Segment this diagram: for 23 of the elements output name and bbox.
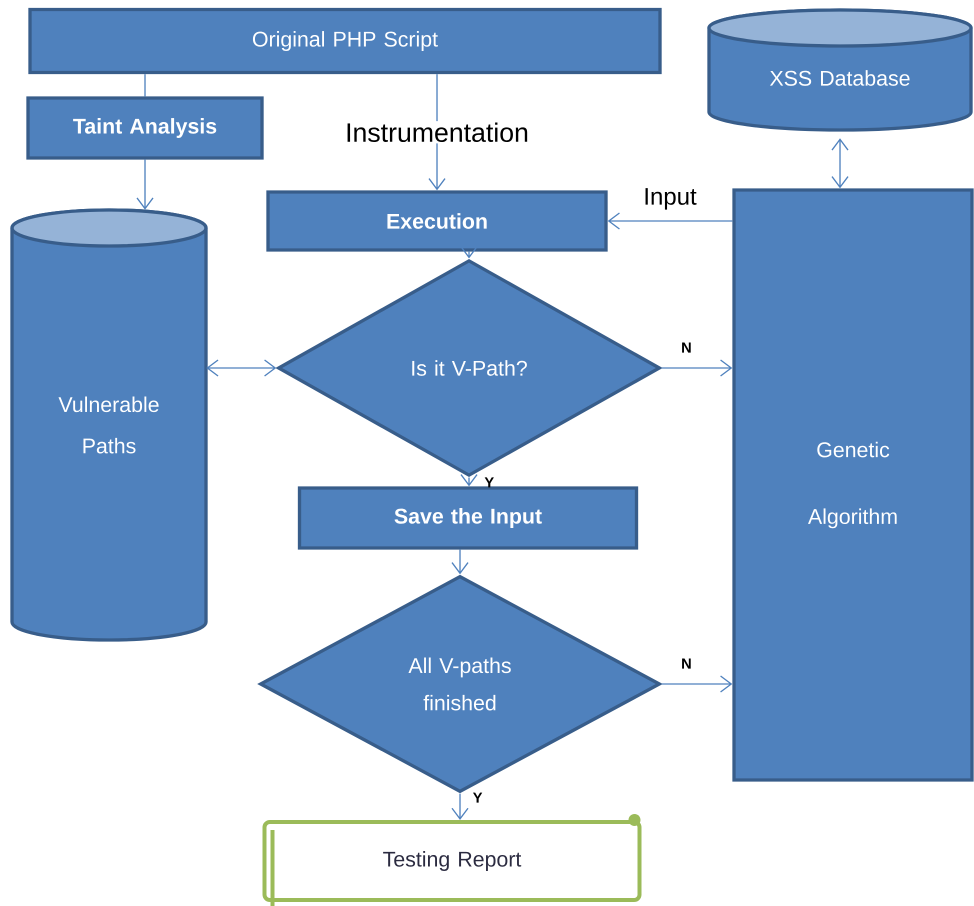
report-scroll: Testing Report [262, 814, 642, 906]
edge-label: N [682, 342, 691, 353]
database-cylinder: XSS Database [707, 8, 973, 132]
edge-label: Y [472, 792, 482, 803]
arrow [206, 359, 276, 377]
database-cylinder: Vulnerable Paths [10, 208, 208, 642]
process-box: Genetic Algorithm [732, 188, 974, 782]
connector-line [144, 74, 146, 96]
arrow [136, 160, 154, 210]
edge-label: N [682, 658, 691, 669]
arrow [662, 359, 732, 377]
edge-label: Instrumentation [344, 121, 530, 144]
process-box: Taint Analysis [26, 96, 264, 160]
arrow [831, 138, 849, 188]
process-box: Execution [266, 190, 608, 252]
edge-label: Input [646, 188, 697, 210]
process-box: Save the Input [298, 486, 638, 550]
arrow [608, 212, 732, 230]
arrow [451, 550, 469, 574]
edge-label: Y [484, 477, 494, 488]
arrow [662, 675, 732, 693]
process-box: Original PHP Script [28, 8, 662, 74]
arrow [451, 794, 469, 820]
